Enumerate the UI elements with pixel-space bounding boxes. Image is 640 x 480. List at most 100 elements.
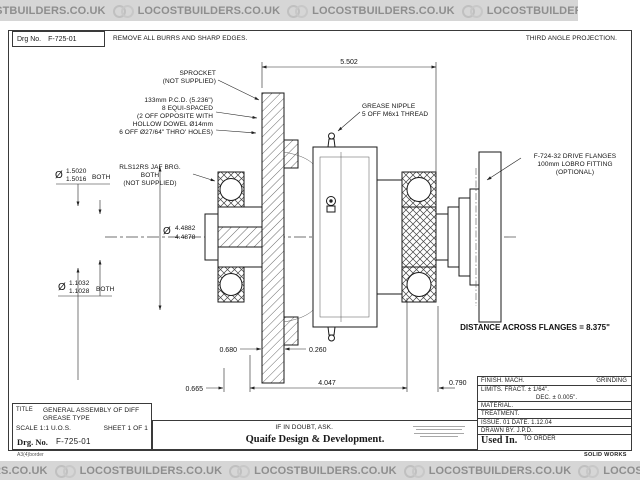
- watermark-unit: LOCOSTBUILDERS.CO.UK: [287, 4, 455, 18]
- drawn-row: DRAWN BY. J.P.D.: [478, 427, 631, 435]
- scale-row: SCALE 1:1 U.O.S. SHEET 1 OF 1: [12, 421, 152, 435]
- watermark-text: LOCOSTBUILDERS.CO.UK: [312, 4, 455, 17]
- distance-note: DISTANCE ACROSS FLANGES = 8.375": [460, 323, 610, 332]
- watermark-unit: LOCOSTBUILDERS.CO.UK: [578, 464, 640, 478]
- label-pcd-line1: 133mm P.C.D. (5.236"): [144, 97, 213, 104]
- drg-no-box: Drg No. F-725-01: [12, 31, 105, 47]
- dim-d1-suffix: BOTH: [92, 174, 111, 181]
- dec-label: DEC. ± 0.005".: [536, 394, 578, 401]
- dim-4047-value: 4.047: [318, 380, 336, 387]
- doubt-note: IF IN DOUBT, ASK.: [275, 424, 333, 431]
- watermark-unit: LOCOSTBUILDERS.CO.UK: [229, 464, 397, 478]
- left-hub: [204, 206, 263, 268]
- output-shaft: [401, 188, 480, 286]
- drg-no-value: F-725-01: [55, 437, 91, 446]
- drg-no-row: Drg. No. F-725-01: [12, 434, 152, 450]
- drg-no-label: Drg No.: [17, 35, 42, 43]
- dim-0680-value: 0.680: [219, 347, 237, 354]
- fine-print-line: [413, 426, 465, 428]
- car-logo-icon: [578, 464, 600, 478]
- watermark-unit: LOCOSTBUILDERS.CO.UK: [54, 464, 223, 478]
- dim-dia-1103: Ø 1.1032 1.1028 BOTH: [58, 200, 115, 297]
- issue-label: ISSUE. 01 DATE. 1.12.04: [481, 419, 552, 426]
- grease-nipple-bottom: [327, 326, 336, 342]
- grease-nipple-front: [326, 196, 336, 213]
- title-label: TITLE: [16, 407, 33, 413]
- watermark-text: LOCOSTBUILDERS.CO.UK: [79, 464, 223, 477]
- label-bearing-line3: (NOT SUPPLIED): [123, 180, 176, 187]
- scale-label: SCALE 1:1 U.O.S.: [16, 424, 72, 432]
- dim-overall: 5.502: [261, 59, 437, 205]
- label-bearing: RLS12RS JAF BRG. BOTH (NOT SUPPLIED): [119, 164, 216, 187]
- drive-flange: [475, 151, 502, 323]
- issue-row: ISSUE. 01 DATE. 1.12.04: [478, 419, 631, 427]
- label-pcd-line5: 6 OFF Ø27/64" THRO' HOLES): [119, 129, 213, 136]
- watermark-text: LOCOSTBUILDERS.CO.UK: [137, 4, 281, 17]
- company-name: Quaife Design & Development.: [245, 434, 385, 445]
- label-flange: F-724-32 DRIVE FLANGES 100mm LOBRO FITTI…: [486, 153, 617, 181]
- dim-dia-1502: Ø 1.5020 1.5016 BOTH: [55, 168, 111, 380]
- label-flange-line1: F-724-32 DRIVE FLANGES: [534, 153, 617, 160]
- label-bearing-line2: BOTH: [141, 172, 160, 179]
- dia-symbol: Ø: [163, 226, 171, 237]
- dia-symbol: Ø: [55, 170, 63, 181]
- label-sprocket-line1: SPROCKET: [179, 70, 216, 77]
- watermark-band-bottom: LOCOSTBUILDERS.CO.UK LOCOSTBUILDERS.CO.U…: [0, 461, 640, 480]
- border-note: A3(4)border: [17, 452, 44, 458]
- drawn-label: DRAWN BY. J.P.D.: [481, 428, 533, 434]
- dim-d2-top: 4.4882: [175, 225, 196, 232]
- bearing-right-top: [401, 171, 437, 208]
- label-grease: GREASE NIPPLE 5 OFF M6x1 THREAD: [337, 103, 428, 132]
- car-logo-icon: [403, 464, 425, 478]
- watermark-band-top: LOCOSTBUILDERS.CO.UK LOCOSTBUILDERS.CO.U…: [0, 0, 578, 21]
- title-line2: GREASE TYPE: [43, 414, 90, 422]
- watermark-unit: LOCOSTBUILDERS.CO.UK: [0, 5, 106, 17]
- treatment-row: TREATMENT.: [478, 410, 631, 419]
- car-logo-icon: [112, 4, 134, 18]
- sprocket-plate: [261, 92, 299, 384]
- finish-label: FINISH. MACH.: [481, 378, 525, 384]
- watermark-unit: LOCOSTBUILDERS.CO.UK: [112, 4, 281, 18]
- label-pcd-line3: (2 OFF OPPOSITE WITH: [137, 113, 213, 120]
- label-pcd-line4: HOLLOW DOWEL Ø14mm: [133, 121, 213, 128]
- drg-no-value: F-725-01: [48, 35, 77, 43]
- dim-d2-bot: 4.4878: [175, 234, 196, 241]
- limits-row: LIMITS. FRACT. ± 1/64".: [478, 386, 631, 394]
- limits-label: LIMITS. FRACT. ± 1/64".: [481, 386, 550, 393]
- material-label: MATERIAL.: [481, 403, 514, 409]
- label-sprocket: SPROCKET (NOT SUPPLIED): [163, 70, 260, 101]
- diff-housing: [312, 146, 408, 328]
- dim-dia-4488: Ø 4.4882 4.4878: [158, 166, 196, 311]
- watermark-text: LOCOSTBUILDERS.CO.UK: [603, 464, 640, 477]
- dim-overall-value: 5.502: [340, 59, 358, 66]
- used-in-row: Used In. TO ORDER: [478, 435, 631, 450]
- dim-0790-value: 0.790: [449, 380, 467, 387]
- dim-0260-value: 0.260: [309, 347, 327, 354]
- car-logo-icon: [461, 4, 483, 18]
- company-cell: IF IN DOUBT, ASK. Quaife Design & Develo…: [152, 420, 478, 450]
- watermark-unit: LOCOSTBUILDERS.CO.UK: [403, 464, 572, 478]
- title-box: TITLE GENERAL ASSEMBLY OF DIFF GREASE TY…: [12, 403, 152, 422]
- title-line1: GENERAL ASSEMBLY OF DIFF: [43, 407, 140, 414]
- dim-d1-bot: 1.5016: [66, 176, 87, 183]
- fine-print-line: [416, 429, 462, 431]
- fine-print: [411, 424, 467, 437]
- label-flange-line3: (OPTIONAL): [556, 169, 594, 176]
- fine-print-line: [420, 435, 458, 437]
- car-logo-icon: [229, 464, 251, 478]
- label-bearing-line1: RLS12RS JAF BRG.: [119, 164, 181, 171]
- used-in-label: Used In.: [481, 435, 518, 446]
- dim-d1-top: 1.5020: [66, 168, 87, 175]
- watermark-text: LOCOSTBUILDERS.CO.UK: [486, 4, 578, 17]
- watermark-text: LOCOSTBUILDERS.CO.UK: [0, 464, 48, 477]
- grease-nipple-top: [327, 132, 336, 148]
- finish-row: FINISH. MACH. GRINDING: [478, 377, 631, 386]
- projection-note: THIRD ANGLE PROJECTION.: [525, 35, 617, 42]
- label-pcd-line2: 8 EQUI-SPACED: [162, 105, 213, 112]
- burrs-note: REMOVE ALL BURRS AND SHARP EDGES.: [113, 35, 248, 42]
- drg-no-label: Drg. No.: [17, 436, 48, 447]
- used-in-value: TO ORDER: [523, 436, 556, 442]
- label-sprocket-line2: (NOT SUPPLIED): [163, 78, 216, 85]
